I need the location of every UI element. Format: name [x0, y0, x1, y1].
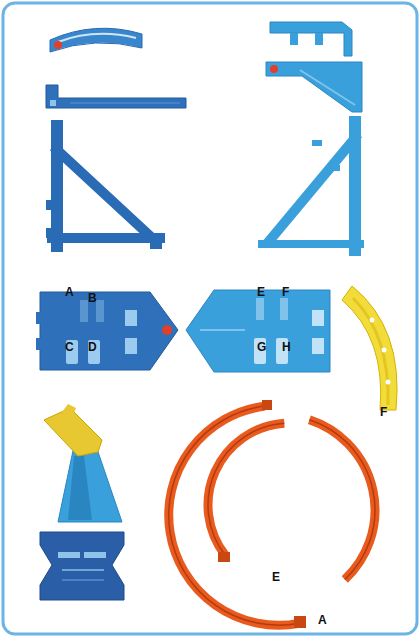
curved-track [342, 286, 397, 410]
callout-letter: E [272, 571, 280, 583]
callout-letter: F [282, 286, 289, 298]
callout-letter: C [65, 341, 74, 353]
connector-piece [40, 532, 124, 600]
launcher [44, 404, 122, 522]
l-arm [46, 85, 186, 108]
top-bracket [270, 22, 352, 56]
callout-letter: B [88, 292, 97, 304]
callout-letter: A [65, 286, 74, 298]
curved-cap [50, 28, 142, 52]
callout-letter: G [257, 341, 266, 353]
triangle-support [46, 126, 162, 249]
callout-letter: F [380, 406, 387, 418]
orange-track [169, 400, 375, 628]
callout-letter: E [257, 286, 265, 298]
base-plate [186, 290, 330, 372]
callout-letter: H [282, 341, 291, 353]
slanted-arm [266, 62, 362, 112]
callout-letter: A [318, 614, 327, 626]
base-plate [36, 292, 178, 370]
triangle-support [262, 122, 360, 250]
frame-border [3, 3, 417, 634]
callout-letter: D [88, 341, 97, 353]
